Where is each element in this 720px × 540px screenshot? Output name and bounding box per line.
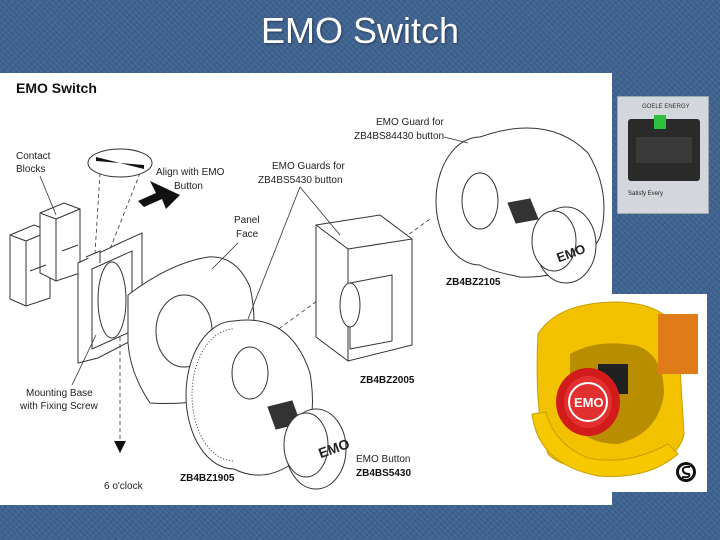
leader-guard-single [443,136,469,144]
emo-button-large-drawing [507,198,597,284]
leader-guards-b [299,186,341,236]
slide-title: EMO Switch [260,10,460,51]
contact-block-photo: GOELE ENERGY Satisfy Every [617,96,709,214]
label-mounting-base-line1: Mounting Base [26,388,93,399]
label-six-oclock: 6 o'clock [104,481,144,492]
label-zb4bz2105: ZB4BZ2105 [446,277,501,288]
rect-guard-zb4bz2005 [315,214,413,362]
guard-button-photo: EMO [518,294,707,492]
photo-emo-text: EMO [574,395,604,410]
label-mounting-base-line2: with Fixing Screw [19,401,99,412]
label-guard-single-line2: ZB4BS84430 button [354,131,444,142]
align-arrow [138,181,180,209]
label-panel-face-line1: Panel [234,215,260,226]
label-align-line1: Align with EMO [156,167,225,178]
photo-brand-text: GOELE ENERGY [642,104,690,110]
align-indicator [87,148,153,178]
label-contact-blocks-line2: Blocks [16,164,45,175]
emo-button-drawing [267,400,347,490]
leader-panel-face [211,242,239,270]
exploded-view-drawing: EMO Switch Contact Blocks Mounting Base … [9,80,605,492]
emo-switch-diagram: EMO Switch Contact Blocks Mounting Base … [0,73,612,505]
leader-contact-blocks [39,175,57,216]
label-contact-blocks-line1: Contact [16,151,51,162]
leader-guards-a [247,186,301,320]
label-panel-face-line2: Face [236,229,259,240]
leader-mounting-base [71,334,97,386]
label-zb4bz2005: ZB4BZ2005 [360,375,415,386]
contact-blocks-drawing [9,202,81,307]
six-oclock-arrow [114,441,126,453]
label-zb4bz1905: ZB4BZ1905 [180,473,235,484]
alignment-dashes [94,172,431,453]
photo-slogan-text: Satisfy Every [628,191,663,197]
label-guards-line2: ZB4BS5430 button [258,175,343,186]
label-emo-button-part: ZB4BS5430 [356,468,411,479]
diagram-title: EMO Switch [16,80,97,96]
label-guards-line1: EMO Guards for [272,161,345,172]
label-align-line2: Button [174,181,203,192]
label-emo-button: EMO Button [356,454,410,465]
label-guard-single-line1: EMO Guard for [376,117,444,128]
